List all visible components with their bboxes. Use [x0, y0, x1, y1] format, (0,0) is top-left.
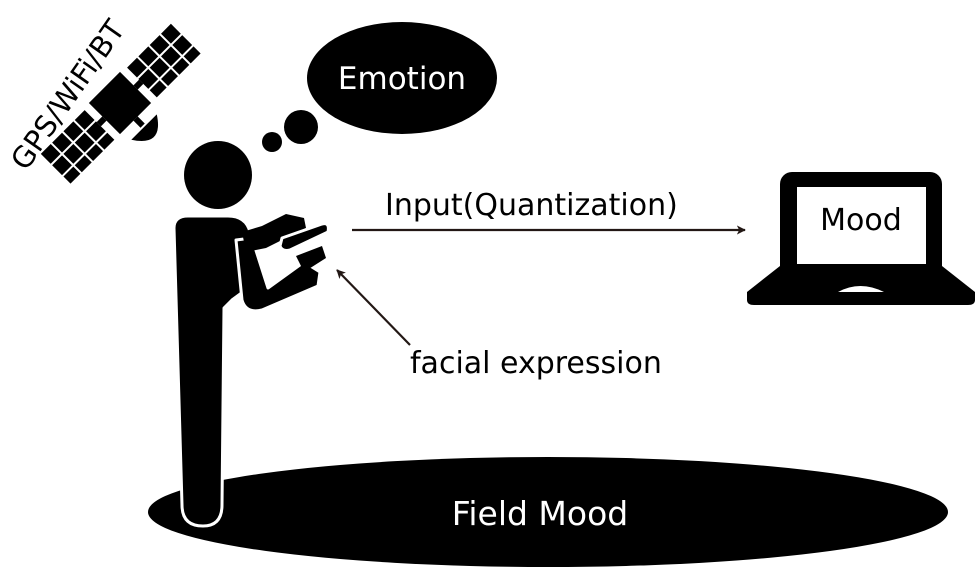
- person-icon: [172, 141, 326, 528]
- facial-expression-arrow: facial expression: [336, 269, 662, 381]
- thought-bubble: Emotion: [262, 22, 497, 152]
- input-arrow-label: Input(Quantization): [385, 188, 678, 223]
- satellite-icon: [40, 23, 201, 184]
- emotion-label: Emotion: [338, 61, 466, 97]
- smartphone-icon: [242, 214, 330, 252]
- laptop-icon: Mood: [747, 172, 975, 305]
- field-mood-region: Field Mood: [148, 457, 948, 567]
- facial-expression-label: facial expression: [410, 346, 662, 381]
- input-arrow: Input(Quantization): [352, 188, 746, 235]
- laptop-screen-label: Mood: [820, 203, 902, 238]
- field-mood-label: Field Mood: [452, 494, 628, 533]
